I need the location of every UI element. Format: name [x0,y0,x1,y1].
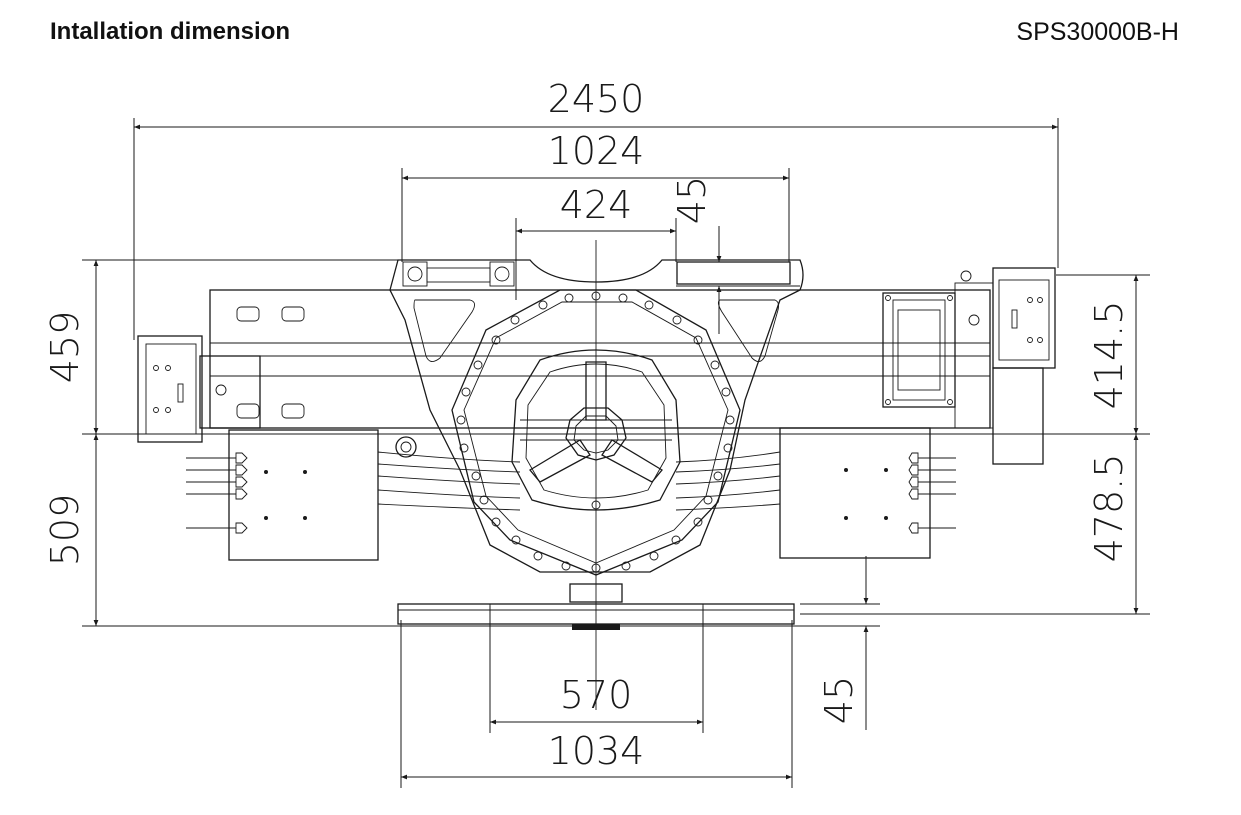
dim-top-offset: 45 [670,176,800,334]
dim-frame-width: 1024 [401,129,790,262]
dim-right-heights: 414.5 478.5 [800,274,1150,615]
label-424: 424 [560,183,633,227]
leaf-springs [377,436,781,511]
frame-plate [389,259,804,573]
bolt-holes [456,291,735,573]
label-45-base: 45 [817,676,861,724]
page-title: Intallation dimension [50,18,291,45]
left-junction-box [186,429,379,561]
dim-overall-width: 2450 [133,77,1059,340]
model-number: SPS30000B-H [1016,18,1179,46]
dim-left-heights: 459 509 [43,259,1150,627]
center-lines [134,240,1040,710]
side-beam [137,267,1056,465]
label-459: 459 [43,311,87,384]
dim-inner-width: 424 [515,183,677,300]
dim-base-widths: 570 1034 [400,606,793,788]
label-478-5: 478.5 [1087,454,1131,563]
label-414-5: 414.5 [1087,301,1131,410]
label-509: 509 [43,494,87,567]
bolt-ring [451,289,741,576]
dim-base-offset: 45 [800,556,880,730]
label-1034: 1034 [548,729,645,773]
label-45-top: 45 [670,176,714,224]
label-2450: 2450 [548,77,645,121]
right-junction-box [779,427,956,559]
label-1024: 1024 [548,129,645,173]
